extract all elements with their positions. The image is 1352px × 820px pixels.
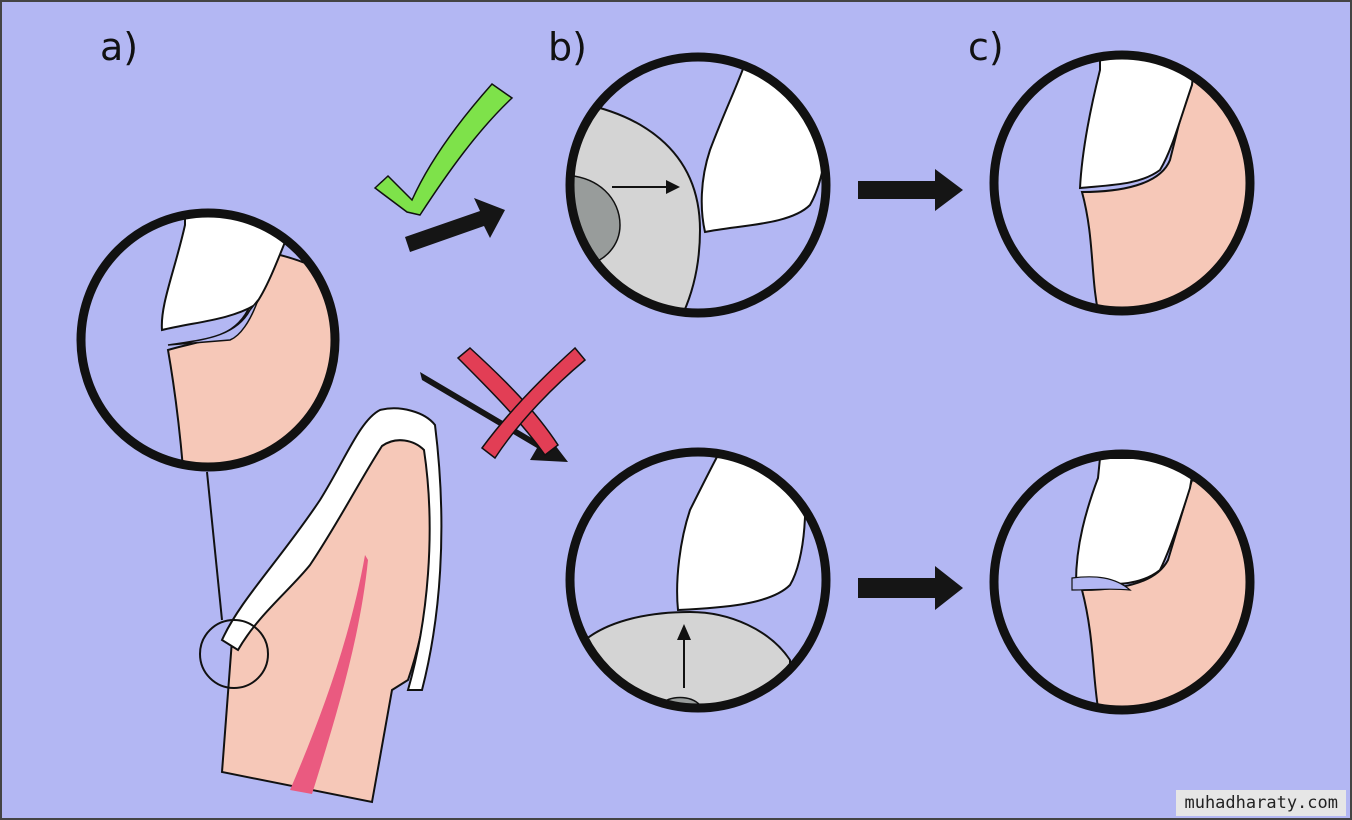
crown-shell bbox=[220, 407, 443, 691]
arrow-top-b-to-c bbox=[858, 169, 963, 211]
arrow-wrong-path bbox=[420, 372, 568, 462]
arrow-bottom-b-to-c bbox=[858, 566, 963, 610]
cross-icon bbox=[456, 346, 587, 460]
magnified-margin-c-bottom bbox=[989, 449, 1255, 715]
magnified-margin-b-bottom bbox=[565, 447, 831, 713]
label-a: a) bbox=[100, 25, 138, 69]
detail-marker-circle bbox=[199, 619, 269, 689]
label-c: c) bbox=[968, 25, 1004, 69]
check-icon bbox=[373, 83, 514, 216]
magnified-margin-a bbox=[76, 208, 340, 472]
detail-connector bbox=[206, 471, 223, 621]
watermark: muhadharaty.com bbox=[1176, 790, 1346, 816]
tooth-cross-section bbox=[199, 407, 443, 804]
label-b: b) bbox=[548, 25, 587, 69]
magnified-margin-b-top bbox=[565, 52, 831, 318]
arrow-correct-path bbox=[405, 198, 505, 252]
magnified-margin-c-top bbox=[989, 50, 1255, 316]
